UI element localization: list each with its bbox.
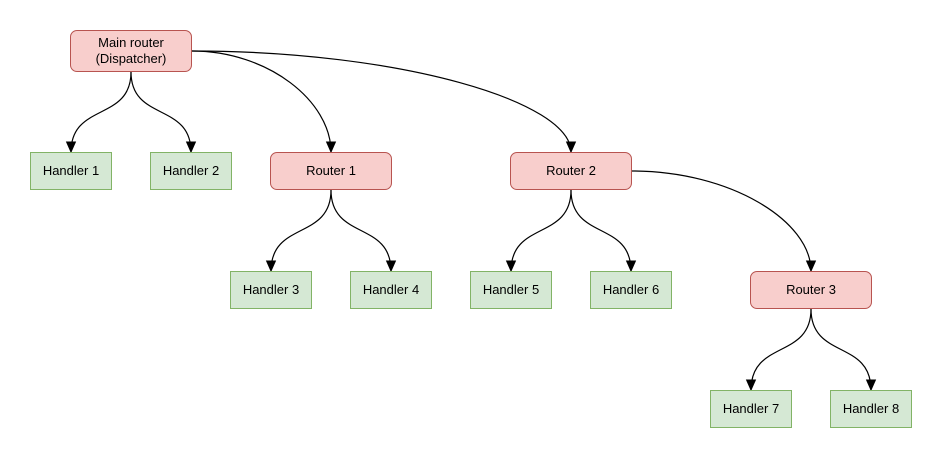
- edge-router-2-to-router-3: [631, 170, 811, 271]
- node-label: Handler 1: [42, 163, 100, 178]
- node-label: Handler 7: [722, 401, 780, 416]
- edge-router-1-to-handler-3: [271, 189, 332, 271]
- node-label: Router 1: [306, 163, 356, 178]
- edge-main-router-to-handler-2: [130, 71, 191, 152]
- node-handler-6: Handler 6: [590, 271, 672, 309]
- node-label: Handler 6: [602, 282, 660, 297]
- edge-router-3-to-handler-8: [810, 308, 871, 390]
- node-main-router: Main router(Dispatcher): [70, 30, 192, 72]
- edge-main-router-to-router-1: [191, 50, 331, 152]
- edge-router-1-to-handler-4: [330, 189, 391, 271]
- node-handler-1: Handler 1: [30, 152, 112, 190]
- node-label: Router 3: [786, 282, 836, 297]
- node-label: Handler 2: [162, 163, 220, 178]
- node-router-1: Router 1: [270, 152, 392, 190]
- node-handler-7: Handler 7: [710, 390, 792, 428]
- edge-main-router-to-handler-1: [71, 71, 132, 152]
- node-label: Main router: [98, 35, 164, 50]
- node-handler-3: Handler 3: [230, 271, 312, 309]
- node-handler-8: Handler 8: [830, 390, 912, 428]
- node-label: Handler 3: [242, 282, 300, 297]
- node-label: Router 2: [546, 163, 596, 178]
- node-router-3: Router 3: [750, 271, 872, 309]
- node-router-2: Router 2: [510, 152, 632, 190]
- node-label: Handler 4: [362, 282, 420, 297]
- edge-main-router-to-router-2: [191, 50, 571, 152]
- edge-router-2-to-handler-6: [570, 189, 631, 271]
- node-label: Handler 8: [842, 401, 900, 416]
- edge-router-3-to-handler-7: [751, 308, 812, 390]
- edge-router-2-to-handler-5: [511, 189, 572, 271]
- node-label: Handler 5: [482, 282, 540, 297]
- node-label: (Dispatcher): [95, 51, 167, 66]
- node-handler-5: Handler 5: [470, 271, 552, 309]
- node-handler-2: Handler 2: [150, 152, 232, 190]
- node-handler-4: Handler 4: [350, 271, 432, 309]
